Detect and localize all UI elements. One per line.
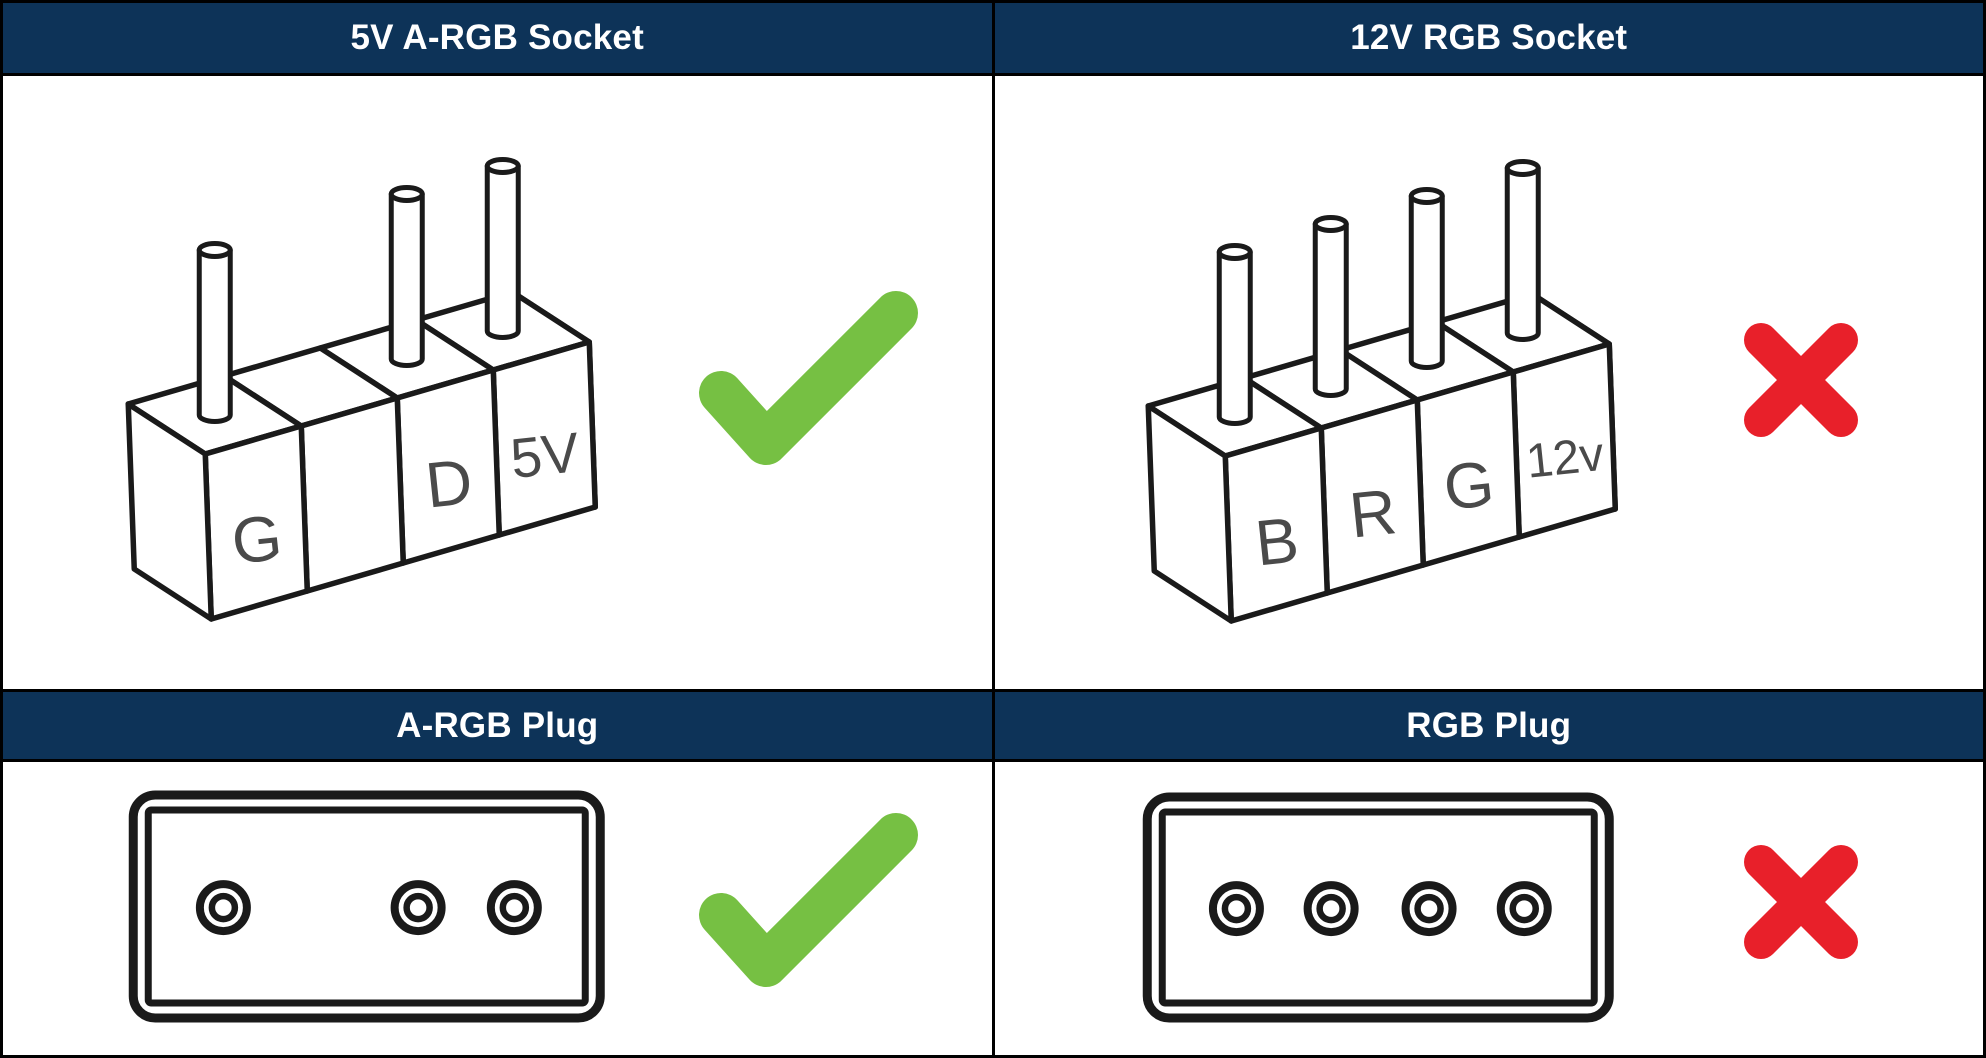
plug-hole <box>390 880 446 936</box>
check-icon <box>699 813 918 987</box>
pin-label-12v: 12v <box>1523 428 1606 489</box>
socket-pin <box>388 185 425 368</box>
pin-label-b: B <box>1251 503 1301 579</box>
rgb-plug-cell <box>994 762 1983 1055</box>
plug-hole <box>1303 881 1359 937</box>
pin-label-g: G <box>228 501 285 578</box>
check-icon <box>699 291 918 465</box>
header-12v-rgb-socket-label: 12V RGB Socket <box>1350 18 1628 57</box>
plug-hole <box>1401 881 1457 937</box>
socket-pin <box>1312 215 1349 398</box>
header-rgb-plug: RGB Plug <box>994 692 1983 759</box>
socket-pin <box>1216 243 1253 426</box>
socket-pin <box>484 157 521 340</box>
argb-socket-illustration: G D 5V <box>125 157 598 622</box>
cross-icon <box>1743 845 1858 959</box>
socket-pin <box>1408 187 1445 370</box>
pin-label-r: R <box>1346 475 1399 551</box>
plug-hole <box>1208 881 1264 937</box>
argb-plug-illustration <box>128 790 605 1023</box>
rgb-plug-illustration <box>1142 792 1614 1023</box>
header-rgb-plug-label: RGB Plug <box>1406 705 1572 745</box>
argb-socket-cell: G D 5V <box>3 76 992 689</box>
header-argb-plug-label: A-RGB Plug <box>396 705 599 745</box>
plug-hole <box>1496 881 1552 937</box>
header-argb-plug: A-RGB Plug <box>3 692 992 759</box>
socket-pin <box>196 241 233 424</box>
pin-label-g: G <box>1440 447 1497 524</box>
header-5v-argb-socket-label: 5V A-RGB Socket <box>350 18 644 57</box>
pin-label-5v: 5V <box>508 420 583 490</box>
cross-icon <box>1743 323 1858 437</box>
plug-hole <box>486 880 542 936</box>
pin-label-d: D <box>422 445 475 521</box>
header-12v-rgb-socket: 12V RGB Socket <box>994 3 1983 73</box>
socket-pin <box>1504 159 1541 342</box>
header-5v-argb-socket: 5V A-RGB Socket <box>3 3 992 73</box>
plug-hole <box>195 880 251 936</box>
argb-plug-cell <box>3 762 992 1055</box>
